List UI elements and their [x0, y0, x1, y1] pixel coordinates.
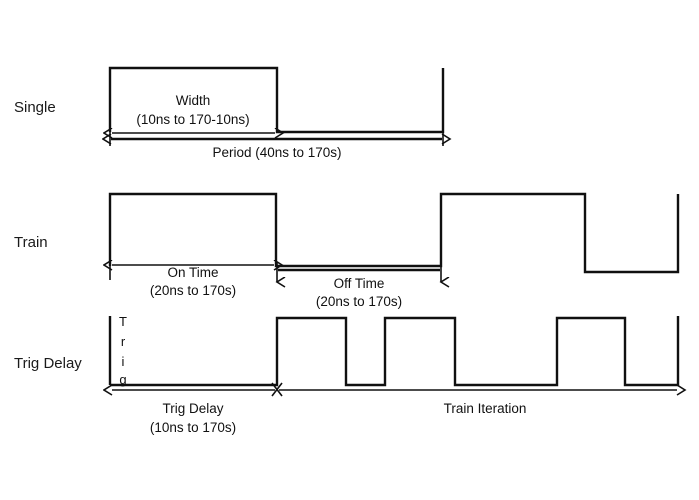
trig-delay-waveform-path: [110, 316, 680, 387]
waveform-trig-delay: [108, 316, 680, 387]
trig-delay-label-line2: (10ns to 170s): [150, 420, 236, 435]
train-on-time-dimension: On Time (20ns to 170s): [110, 258, 274, 298]
row-label-trig-delay: Trig Delay: [14, 355, 82, 372]
train-waveform-path: [108, 192, 680, 274]
off-time-label-line1: Off Time: [334, 276, 385, 291]
train-iteration-label: Train Iteration: [444, 401, 527, 416]
single-period-dimension: Period (40ns to 170s): [110, 128, 443, 160]
single-waveform-path: [108, 66, 445, 134]
trig-letter-r: r: [121, 334, 126, 349]
trig-delay-dimension: Trig Delay (10ns to 170s): [112, 382, 283, 435]
off-time-label-line2: (20ns to 170s): [316, 294, 402, 309]
row-label-train: Train: [14, 234, 48, 251]
waveform-single: [108, 66, 445, 134]
trig-letter-i: i: [122, 354, 125, 369]
on-time-label-line1: On Time: [167, 265, 218, 280]
single-width-dimension: Width (10ns to 170-10ns): [112, 93, 275, 133]
waveform-train: [108, 192, 680, 274]
train-off-time-dimension: Off Time (20ns to 170s): [277, 262, 441, 309]
train-iteration-dimension: Train Iteration: [279, 390, 677, 416]
on-time-label-line2: (20ns to 170s): [150, 283, 236, 298]
trig-letter-t: T: [119, 314, 127, 329]
trig-vertical-label: T r i g: [119, 314, 127, 387]
period-label: Period (40ns to 170s): [212, 145, 341, 160]
width-label-line1: Width: [176, 93, 211, 108]
trig-delay-label-line1: Trig Delay: [162, 401, 223, 416]
trig-delay-cross-b: [271, 382, 283, 397]
trig-letter-g: g: [119, 372, 126, 387]
row-label-single: Single: [14, 99, 56, 116]
width-label-line2: (10ns to 170-10ns): [136, 112, 249, 127]
